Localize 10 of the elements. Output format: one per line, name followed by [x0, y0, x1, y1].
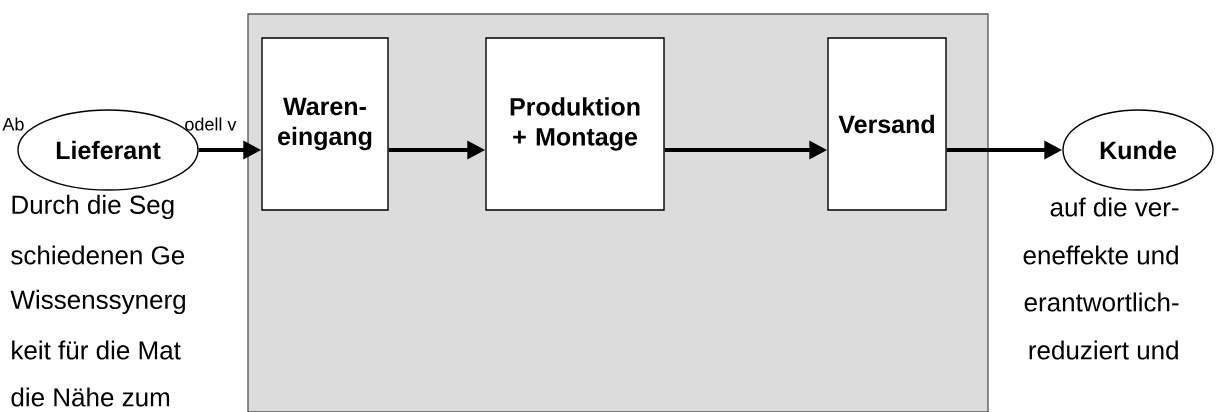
process-box: Waren- eingang	[261, 37, 389, 211]
text-fragment: eneffekte und	[1023, 245, 1178, 265]
text-fragment: Wissenssynerg	[10, 289, 185, 315]
process-box: Produktion + Montage	[485, 37, 665, 211]
text-fragment: keit für die Mat	[12, 340, 181, 360]
process-box: Versand	[827, 37, 947, 211]
text-fragment: die Nähe zum	[11, 387, 170, 407]
text-fragment: reduziert und	[1029, 340, 1178, 360]
text-fragment: schiedenen Ge	[11, 245, 185, 265]
text-fragment: erantwortlich-	[1024, 292, 1179, 312]
